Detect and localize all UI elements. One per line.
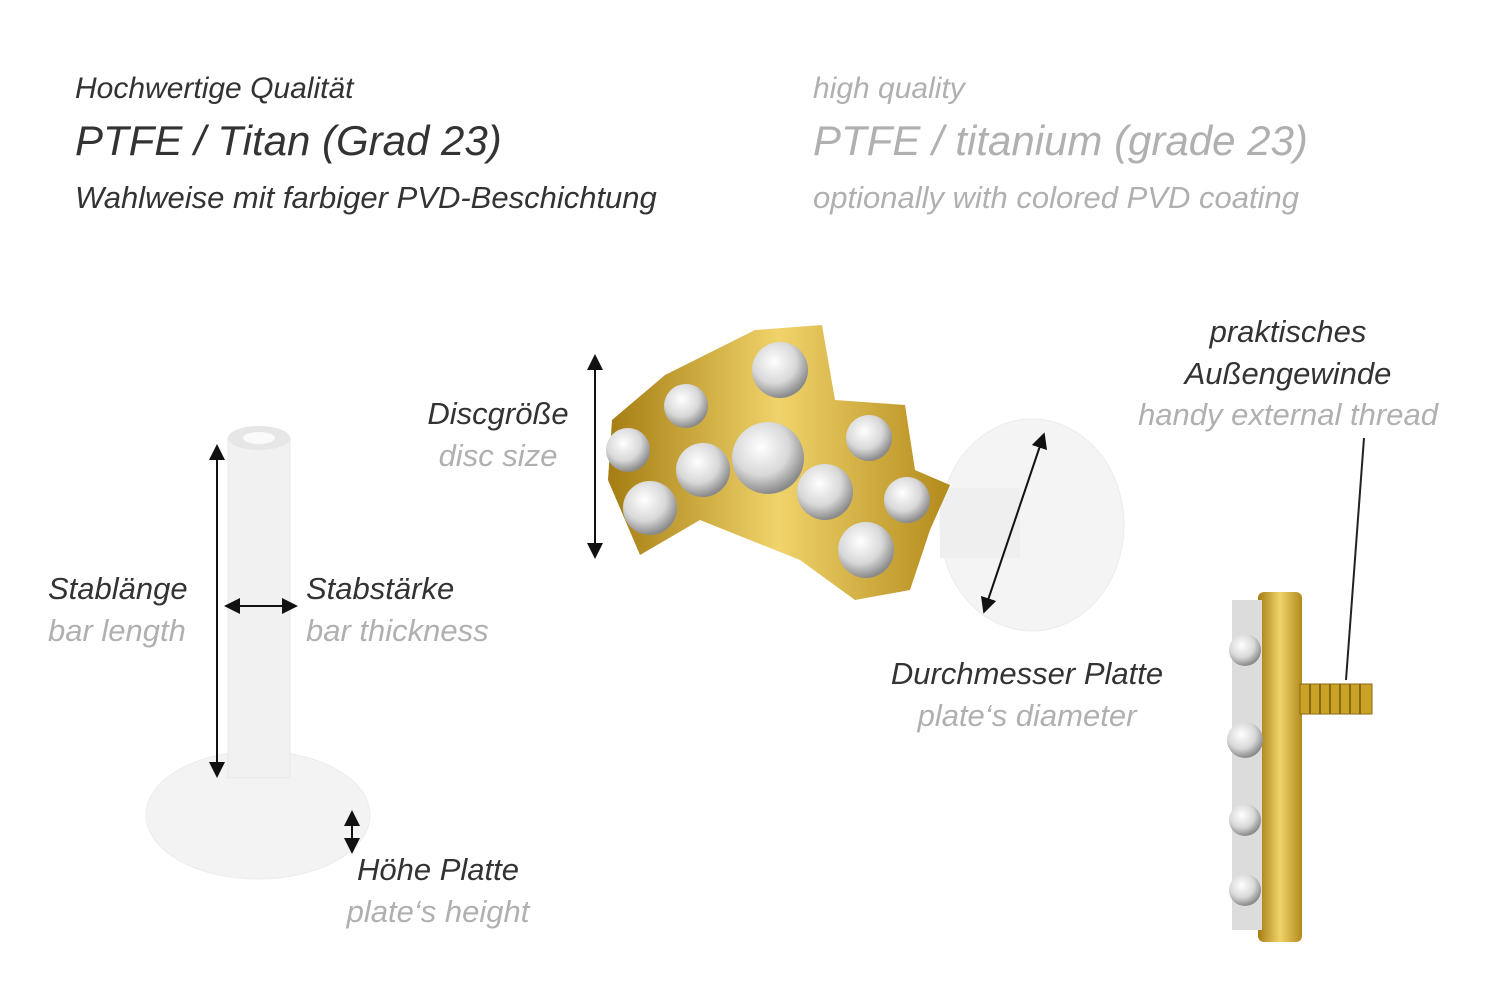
header-en-quality: high quality <box>813 72 965 105</box>
header-en-coating: optionally with colored PVD coating <box>813 180 1299 215</box>
bar-length-label-en: bar length <box>48 613 186 648</box>
thread-label-en: handy external thread <box>1138 397 1438 432</box>
labret-post <box>145 426 371 880</box>
ptfe-disc <box>939 418 1125 632</box>
plate-diameter-arrow <box>980 432 1048 614</box>
header-de-material: PTFE / Titan (Grad 23) <box>75 117 502 164</box>
thread <box>1299 683 1373 715</box>
plate-height-label-en: plate‘s height <box>346 894 530 929</box>
bar-thickness-label-en: bar thickness <box>306 613 489 648</box>
thread-label-de-1: praktisches <box>1209 314 1367 349</box>
bar-length-label-de: Stablänge <box>48 571 188 606</box>
header-en-material: PTFE / titanium (grade 23) <box>813 117 1308 164</box>
disc-size-label-en: disc size <box>438 438 558 473</box>
plate-height-label-de: Höhe Platte <box>357 852 519 887</box>
header-de-coating: Wahlweise mit farbiger PVD-Beschichtung <box>75 180 657 215</box>
thread-pointer-line <box>1345 437 1365 681</box>
crown-top <box>606 325 950 600</box>
bar-thickness-label-de: Stabstärke <box>306 571 455 606</box>
thread-label-de-2: Außengewinde <box>1184 356 1392 391</box>
plate-diameter-label-en: plate‘s diameter <box>917 698 1137 733</box>
header-de-quality: Hochwertige Qualität <box>75 72 354 105</box>
plate-diameter-label-de: Durchmesser Platte <box>890 656 1164 691</box>
disc-size-label-de: Discgröße <box>427 396 569 431</box>
crown-side-view <box>1227 592 1373 942</box>
